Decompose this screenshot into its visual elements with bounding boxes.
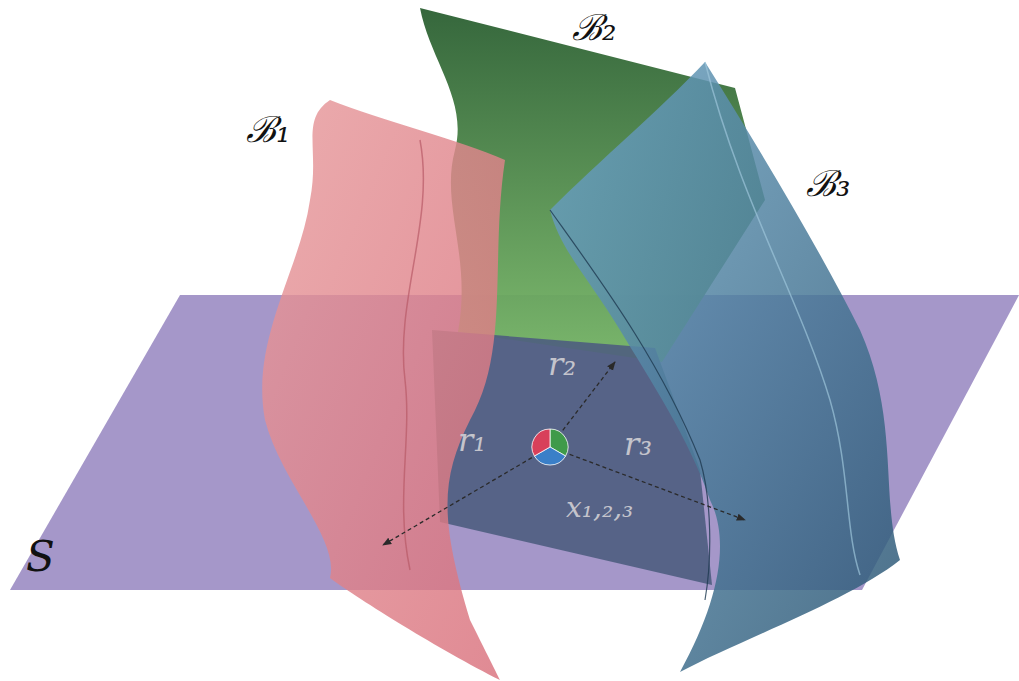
distance-label: r₂ [548, 348, 576, 380]
surface-label: ℬ₃ [806, 166, 850, 202]
distance-label: r₃ [624, 428, 652, 460]
distance-arrow [383, 447, 550, 545]
surface-label: ℬ₂ [572, 10, 616, 46]
surface-edge [550, 210, 710, 600]
red-surface [262, 100, 505, 680]
distance-label: r₁ [458, 424, 486, 456]
point-label: x₁,₂,₃ [566, 494, 633, 522]
plane-label: S [26, 536, 55, 578]
surface-fold [403, 140, 423, 570]
surface-fold [705, 62, 860, 575]
point-marker [532, 429, 568, 465]
surface-label: ℬ₁ [246, 112, 290, 148]
blue-surface [550, 62, 900, 672]
